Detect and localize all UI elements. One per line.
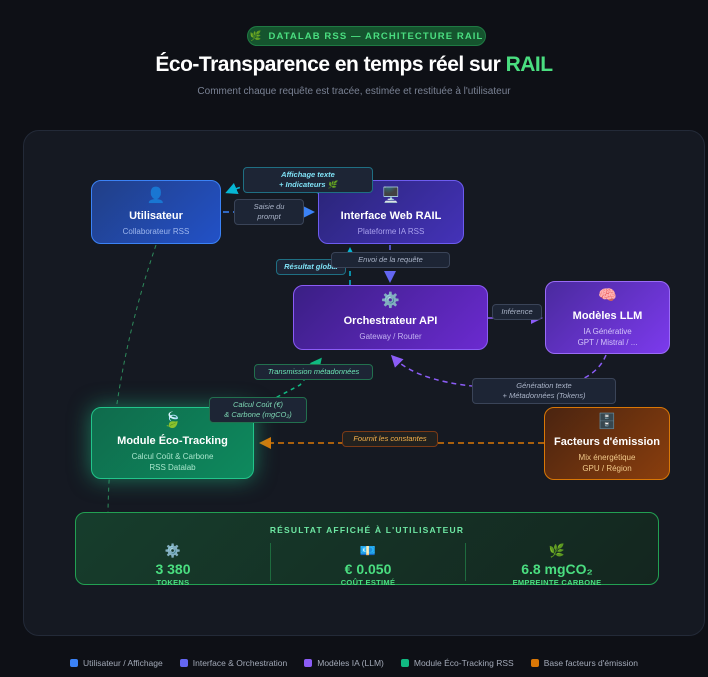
legend-item: Utilisateur / Affichage xyxy=(70,658,163,668)
legend-swatch xyxy=(304,659,313,667)
badge-label: DATALAB RSS — ARCHITECTURE RAIL xyxy=(268,30,484,42)
node-utilisateur[interactable]: 👤 Utilisateur Collaborateur RSS xyxy=(91,180,221,244)
legend-swatch xyxy=(400,659,409,667)
node-subtitle-line: Mix énergétique xyxy=(578,452,636,462)
edge-label-line: Génération texte xyxy=(516,381,572,390)
title-main: Éco-Transparence en temps réel sur xyxy=(155,53,506,76)
edge-label-saisie: Saisie du prompt xyxy=(234,199,304,225)
metric-label: EMPREINTE CARBONE xyxy=(512,578,602,587)
metric-cout: 💶 € 0.050 COÛT ESTIMÉ xyxy=(271,543,465,587)
metric-divider xyxy=(270,543,271,581)
legend-item: Interface & Orchestration xyxy=(179,658,288,668)
node-subtitle: Collaborateur RSS xyxy=(122,226,190,236)
legend-item: Module Éco-Tracking RSS xyxy=(400,658,514,668)
metric-carbone: 🌿 6.8 mgCO₂ EMPREINTE CARBONE xyxy=(460,543,654,587)
gear-icon: ⚙️ xyxy=(164,543,182,558)
edge-label-calcul: Calcul Coût (€)& Carbone (mgCO₂) xyxy=(209,397,307,423)
gear-icon: ⚙️ xyxy=(381,292,400,309)
money-icon: 💶 xyxy=(359,543,377,558)
leaf-icon: 🌿 xyxy=(249,30,263,42)
edge-label-fournit: Fournit les constantes xyxy=(342,431,438,447)
results-heading: RÉSULTAT AFFICHÉ À L'UTILISATEUR xyxy=(269,525,465,535)
edge-label-transmission: Transmission métadonnées xyxy=(254,364,373,380)
node-subtitle-line: Calcul Coût & Carbone xyxy=(131,452,214,461)
legend-label: Base facteurs d'émission xyxy=(543,658,638,668)
node-title: Interface Web RAIL xyxy=(340,209,442,222)
node-title: Module Éco-Tracking xyxy=(117,435,228,447)
edge-label-line: & Carbone (mgCO₂) xyxy=(224,410,292,419)
page-title: Éco-Transparence en temps réel sur RAIL xyxy=(0,53,708,77)
node-orchestrateur[interactable]: ⚙️ Orchestrateur API Gateway / Router xyxy=(293,285,488,350)
node-subtitle: Plateforme IA RSS xyxy=(357,226,425,236)
edge-label-line: Calcul Coût (€) xyxy=(232,400,284,409)
metric-divider xyxy=(465,543,466,581)
edge-label-generation: Génération texte+ Métadonnées (Tokens) xyxy=(472,378,616,404)
edge-label-envoi: Envoi de la requête xyxy=(331,252,450,268)
node-subtitle-line: IA Générative xyxy=(583,326,632,336)
metric-label: COÛT ESTIMÉ xyxy=(340,578,396,587)
legend-label: Interface & Orchestration xyxy=(192,658,288,668)
legend-label: Modèles IA (LLM) xyxy=(317,658,384,668)
brain-icon: 🧠 xyxy=(598,286,617,304)
legend-item: Modèles IA (LLM) xyxy=(304,658,384,668)
metric-value: € 0.050 xyxy=(344,561,392,577)
page-subtitle: Comment chaque requête est tracée, estim… xyxy=(197,86,511,97)
metric-tokens: ⚙️ 3 380 TOKENS xyxy=(76,543,270,587)
herb-icon: 🌿 xyxy=(548,543,566,558)
edge-label-line: Affichage texte xyxy=(281,170,335,179)
legend-swatch xyxy=(70,659,79,667)
recycle-leaf-icon: 🍃 xyxy=(163,412,182,429)
node-title: Utilisateur xyxy=(129,209,183,222)
node-title: Modèles LLM xyxy=(572,309,643,322)
edge-label-line: + Métadonnées (Tokens) xyxy=(502,391,586,400)
legend-item: Base facteurs d'émission xyxy=(530,658,638,668)
legend-swatch xyxy=(179,659,188,667)
legend-swatch xyxy=(530,659,539,667)
computer-icon: 🖥️ xyxy=(381,186,401,204)
node-title: Facteurs d'émission xyxy=(554,435,660,448)
metric-label: TOKENS xyxy=(156,578,190,587)
node-subtitle-line: GPT / Mistral / ... xyxy=(577,337,638,347)
legend-label: Module Éco-Tracking RSS xyxy=(413,658,514,668)
title-accent: RAIL xyxy=(505,53,554,76)
node-title: Orchestrateur API xyxy=(343,315,438,327)
header-badge: 🌿 DATALAB RSS — ARCHITECTURE RAIL xyxy=(247,26,486,46)
edge-label-line: + Indicateurs 🌿 xyxy=(279,180,337,189)
metric-value: 6.8 mgCO₂ xyxy=(521,561,593,577)
node-subtitle: Gateway / Router xyxy=(359,332,422,341)
edge-label-inference: Inférence xyxy=(492,304,542,320)
user-icon: 👤 xyxy=(146,186,166,204)
legend: Utilisateur / Affichage Interface & Orch… xyxy=(0,658,708,668)
metric-value: 3 380 xyxy=(155,561,191,577)
results-panel: RÉSULTAT AFFICHÉ À L'UTILISATEUR ⚙️ 3 38… xyxy=(75,512,659,587)
node-subtitle-line: GPU / Région xyxy=(582,463,632,473)
legend-label: Utilisateur / Affichage xyxy=(83,658,163,668)
file-cabinet-icon: 🗄️ xyxy=(597,412,617,430)
node-subtitle-line: RSS Datalab xyxy=(149,463,196,472)
edge-label-affichage: Affichage texte+ Indicateurs 🌿 xyxy=(243,167,373,193)
node-interface-web[interactable]: 🖥️ Interface Web RAIL Plateforme IA RSS xyxy=(318,180,464,244)
